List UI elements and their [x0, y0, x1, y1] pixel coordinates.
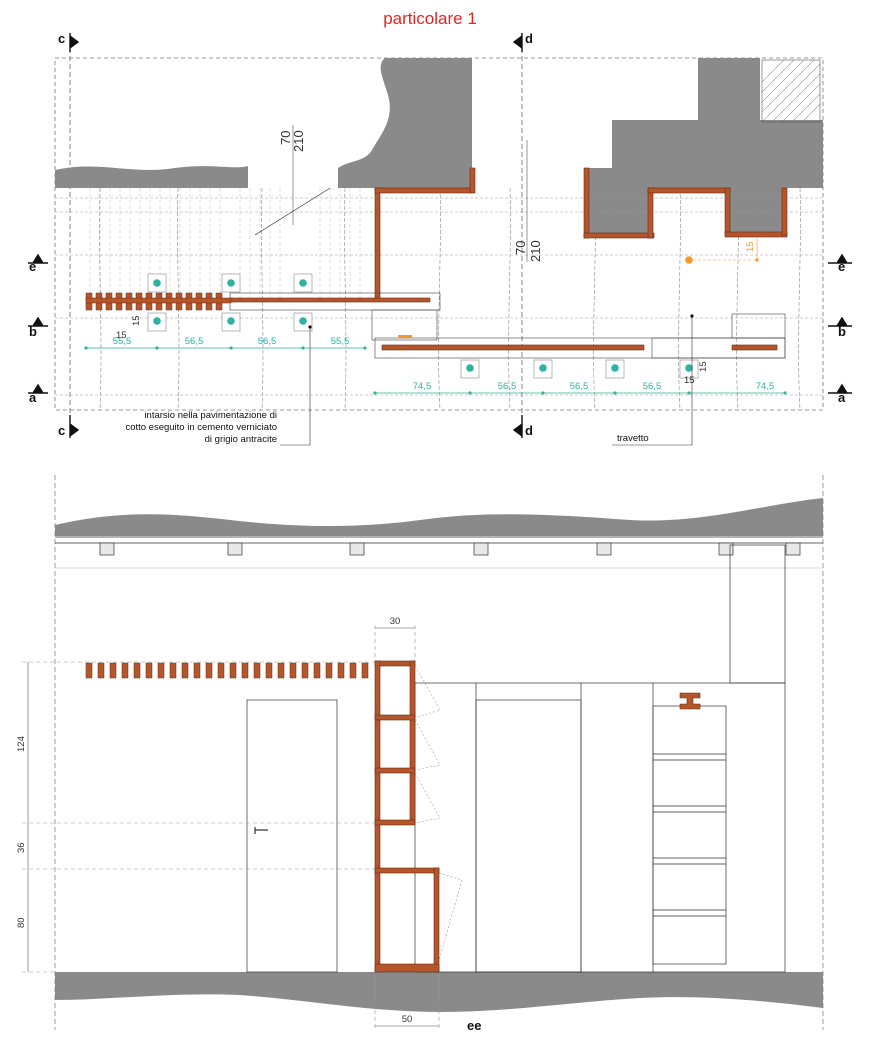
ceiling-slab	[55, 498, 823, 536]
section-marker-d-bottom: d	[512, 415, 533, 438]
wall-center	[402, 58, 472, 168]
section-marker-c-top: c	[58, 31, 80, 52]
dim-a-2: 56,5	[498, 381, 517, 392]
plan-view: 70 210 70 210	[28, 31, 852, 446]
floor-pattern	[89, 188, 361, 300]
note-line-2: cotto eseguito in cemento verniciato	[125, 422, 277, 433]
svg-text:d: d	[525, 423, 533, 438]
elevation-view: 124 36 80 30 50 ee	[16, 475, 824, 1033]
wall-hatch	[761, 59, 821, 123]
wood-shelf-unit	[374, 660, 440, 973]
wood-grille	[85, 292, 232, 311]
orange-marker	[398, 335, 412, 338]
orange-fixture	[685, 256, 693, 264]
travetto-label: travetto	[617, 433, 649, 444]
svg-text:a: a	[838, 390, 846, 405]
svg-text:d: d	[525, 31, 533, 46]
small-dim-b-h: 15	[116, 330, 127, 341]
door-height-mid: 210	[528, 240, 543, 262]
wall-cut-left	[338, 58, 472, 188]
dim-row-b-ticks	[84, 346, 367, 350]
section-marker-b-left: b	[28, 316, 48, 339]
section-marker-e-right: e	[828, 253, 852, 274]
travetto-leader-dot	[690, 314, 694, 318]
fixture-points	[153, 279, 693, 372]
svg-text:c: c	[58, 423, 65, 438]
door-width-mid: 70	[513, 241, 528, 255]
note-line-1: intarsio nella pavimentazione di	[144, 410, 277, 421]
wall-hatch-lines	[761, 59, 821, 123]
height-dim-36: 36	[16, 842, 27, 853]
section-marker-a-right: a	[828, 383, 852, 405]
shelf-door-swings	[414, 665, 463, 961]
dim-row-a-ticks	[373, 391, 787, 395]
dim-b-3: 56,5	[258, 336, 277, 347]
small-dim-a-v: 15	[698, 361, 709, 372]
height-dim-124: 124	[16, 736, 27, 752]
dim-b-1: 55,5	[113, 336, 132, 347]
elev-slats	[85, 662, 369, 679]
note-leader-dot	[308, 325, 312, 329]
svg-text:a: a	[29, 390, 37, 405]
svg-text:b: b	[29, 324, 37, 339]
door-height-left: 210	[291, 130, 306, 152]
drawing-title: particolare 1	[383, 9, 477, 28]
elev-ref-lines	[22, 625, 440, 1028]
small-dim-b-v: 15	[131, 315, 142, 326]
fixture-boxes	[147, 273, 699, 379]
svg-text:e: e	[838, 259, 845, 274]
section-marker-c-bottom: c	[58, 415, 80, 438]
dim-a-3: 56,5	[570, 381, 589, 392]
ceiling-lines	[55, 536, 823, 544]
wall-right	[584, 58, 823, 235]
small-dim-orange: 15	[745, 241, 756, 252]
bracket-icon	[679, 692, 701, 710]
plan-panels	[229, 292, 786, 359]
plan-wood-elements	[229, 167, 788, 351]
dim-a-1: 74,5	[413, 381, 432, 392]
ceiling-beams	[99, 542, 801, 556]
small-dim-a-h: 15	[684, 375, 695, 386]
door-swing	[254, 184, 336, 236]
width-dim-30: 30	[390, 616, 401, 627]
floor-lines	[55, 197, 823, 396]
shelf-lines	[653, 753, 726, 917]
wall-left	[55, 166, 248, 188]
svg-text:b: b	[838, 324, 846, 339]
travetto-leader	[612, 316, 693, 446]
svg-text:c: c	[58, 31, 65, 46]
note-leader	[280, 327, 311, 446]
height-dim-80: 80	[16, 917, 27, 928]
door-handle-icon	[254, 827, 268, 834]
dim-a-4: 56,5	[643, 381, 662, 392]
dim-b-4: 55,5	[331, 336, 350, 347]
dim-b-2: 56,5	[185, 336, 204, 347]
elev-cabinets	[246, 544, 786, 973]
section-marker-e-left: e	[28, 253, 48, 274]
section-label-ee: ee	[467, 1018, 481, 1033]
width-dim-50: 50	[402, 1014, 413, 1025]
section-marker-d-top: d	[512, 31, 533, 52]
section-marker-a-left: a	[28, 383, 48, 405]
section-marker-b-right: b	[828, 316, 852, 339]
door-width-left: 70	[278, 131, 293, 145]
svg-text:e: e	[29, 259, 36, 274]
dim-a-5: 74,5	[756, 381, 775, 392]
note-line-3: di grigio antracite	[205, 434, 277, 445]
